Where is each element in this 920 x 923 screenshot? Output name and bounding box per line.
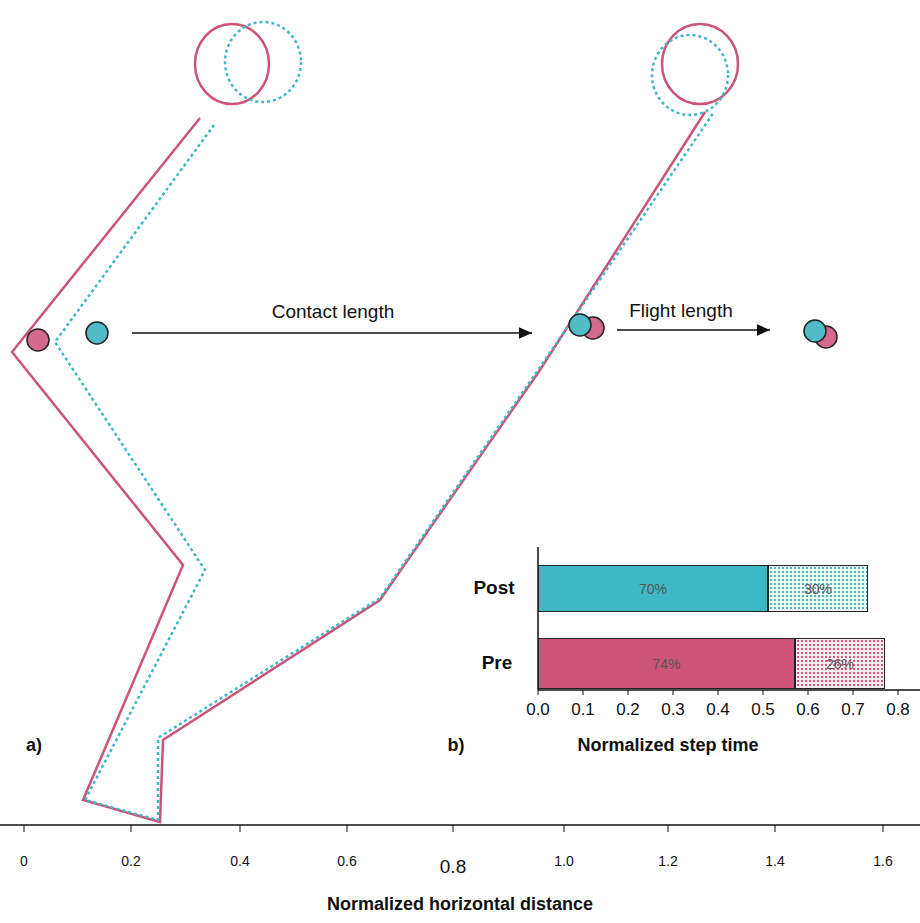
tick-mark [628, 690, 629, 695]
bar-segment: 30% [768, 565, 868, 612]
tick-label: 1.0 [554, 854, 573, 869]
tick-mark [240, 825, 241, 832]
tick-label: 0.2 [616, 701, 640, 720]
tick-label: 1.4 [765, 854, 784, 869]
tick-label: 0.7 [841, 701, 865, 720]
category-label: Pre [482, 653, 513, 674]
bar-segment: 26% [795, 638, 885, 689]
category-label: Post [473, 578, 514, 599]
tick-mark [347, 825, 348, 832]
tick-mark [24, 825, 25, 832]
tick-label: 0.1 [571, 701, 595, 720]
tick-mark [898, 690, 899, 695]
tick-label: 1.2 [658, 854, 677, 869]
tick-label: 0 [20, 854, 28, 869]
tick-label: 0.8 [440, 857, 466, 878]
tick-label: 0.4 [230, 854, 249, 869]
tick-mark [668, 825, 669, 832]
axis-title: Normalized step time [577, 736, 758, 756]
bar-segment: 74% [538, 638, 795, 689]
tick-mark [883, 825, 884, 832]
tick-label: 0.6 [796, 701, 820, 720]
arrow-label: Contact length [272, 302, 395, 323]
tick-mark [453, 825, 454, 832]
tick-label: 0.4 [706, 701, 730, 720]
bar-percent: 74% [652, 656, 680, 672]
tick-mark [583, 690, 584, 695]
tick-mark [131, 825, 132, 832]
tick-label: 0.8 [886, 701, 910, 720]
tick-mark [673, 690, 674, 695]
tick-mark [763, 690, 764, 695]
tick-label: 0.0 [526, 701, 550, 720]
tick-mark [808, 690, 809, 695]
bar-percent: 70% [639, 581, 667, 597]
tick-mark [853, 690, 854, 695]
bar-segment: 70% [538, 565, 768, 612]
tick-label: 0.2 [121, 854, 140, 869]
panel-label: a) [26, 736, 42, 756]
panel-label: b) [448, 736, 465, 756]
axis-title: Normalized horizontal distance [327, 895, 593, 915]
arrow-label: Flight length [629, 301, 733, 322]
tick-label: 0.6 [337, 854, 356, 869]
tick-mark [564, 825, 565, 832]
tick-label: 1.6 [873, 854, 892, 869]
tick-mark [775, 825, 776, 832]
tick-mark [718, 690, 719, 695]
bar-percent: 26% [826, 656, 854, 672]
bar-percent: 30% [804, 581, 832, 597]
tick-label: 0.3 [661, 701, 685, 720]
tick-mark [538, 690, 539, 695]
tick-label: 0.5 [751, 701, 775, 720]
